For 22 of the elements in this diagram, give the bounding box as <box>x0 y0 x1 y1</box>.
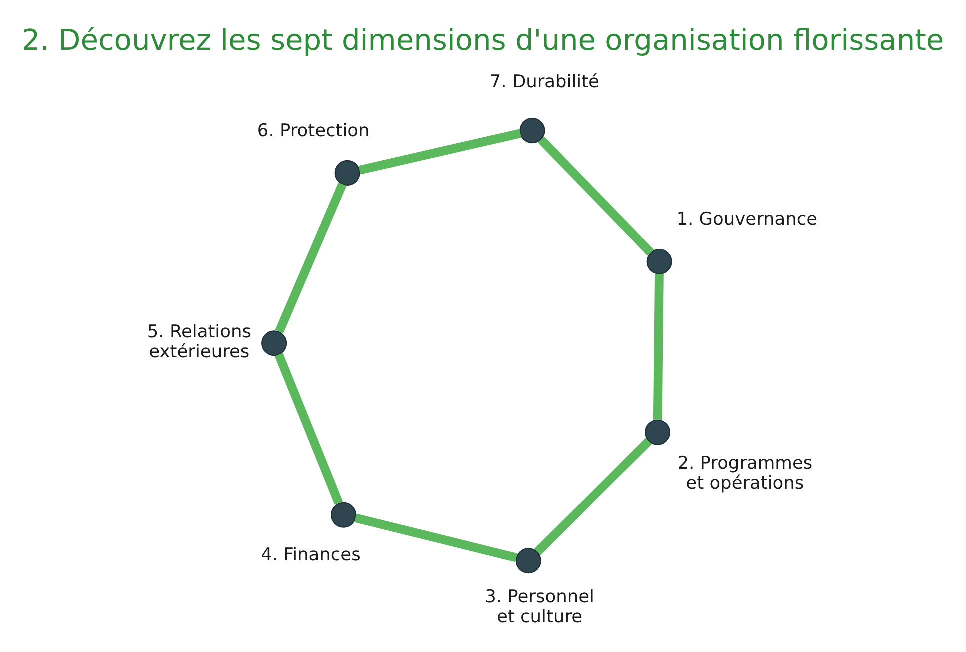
node-label: 1. Gouvernance <box>676 210 818 230</box>
connector <box>653 274 664 420</box>
connector <box>274 353 344 505</box>
node-label: 6. Protection <box>257 121 370 142</box>
connector <box>275 182 347 334</box>
node-label: 3. Personnel et culture <box>485 588 594 628</box>
node-circle <box>331 502 357 528</box>
node-label: 4. Finances <box>261 545 361 566</box>
connector <box>358 129 522 175</box>
connector <box>534 438 652 556</box>
connector <box>538 136 654 256</box>
node-circle <box>520 118 546 144</box>
connector <box>354 514 518 562</box>
node-label: 2. Programmes et opérations <box>678 454 813 494</box>
node-circle <box>645 420 671 446</box>
node-label: 7. Durabilité <box>490 72 600 93</box>
diagram-title: 2. Découvrez les sept dimensions d'une organisation florissante <box>22 22 944 57</box>
node-circle <box>646 249 672 275</box>
node-circle <box>334 160 360 186</box>
node-circle <box>516 548 542 574</box>
node-label: 5. Relations extérieures <box>147 322 252 362</box>
node-circle <box>262 330 288 356</box>
